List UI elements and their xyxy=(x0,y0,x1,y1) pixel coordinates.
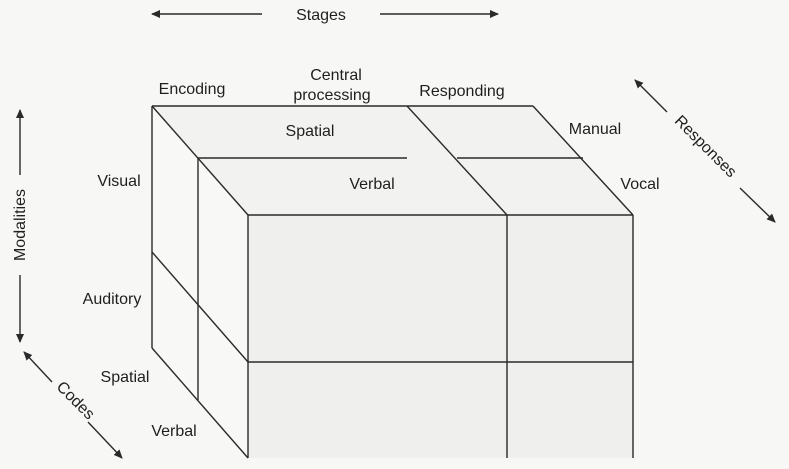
codes-spatial-label: Spatial xyxy=(101,369,150,386)
cube-left-face xyxy=(152,106,248,458)
central-processing-label-line2: processing xyxy=(293,87,370,104)
codes-label: Codes xyxy=(53,378,98,423)
top-verbal-label: Verbal xyxy=(349,176,394,193)
auditory-label: Auditory xyxy=(83,291,142,308)
manual-label: Manual xyxy=(569,121,621,138)
responses-arrow-up xyxy=(634,79,668,113)
stages-label: Stages xyxy=(296,7,346,24)
responses-arrow-down xyxy=(739,187,776,223)
cube-top-right-face xyxy=(407,106,633,215)
cube-divisions xyxy=(151,105,633,458)
codes-arrow-up xyxy=(23,351,53,383)
codes-arrow-down xyxy=(87,421,123,459)
responses-label: Responses xyxy=(671,113,740,182)
central-processing-label-line1: Central xyxy=(310,67,362,84)
top-spatial-label: Spatial xyxy=(286,123,335,140)
codes-verbal-label: Verbal xyxy=(151,423,196,440)
cube-top-face xyxy=(152,106,507,215)
encoding-label: Encoding xyxy=(159,81,226,98)
visual-label: Visual xyxy=(97,173,140,190)
cube-outline xyxy=(151,105,634,459)
cube-front-face xyxy=(248,215,633,458)
vocal-label: Vocal xyxy=(620,176,659,193)
modalities-label: Modalities xyxy=(12,189,29,261)
responding-label: Responding xyxy=(419,83,504,100)
